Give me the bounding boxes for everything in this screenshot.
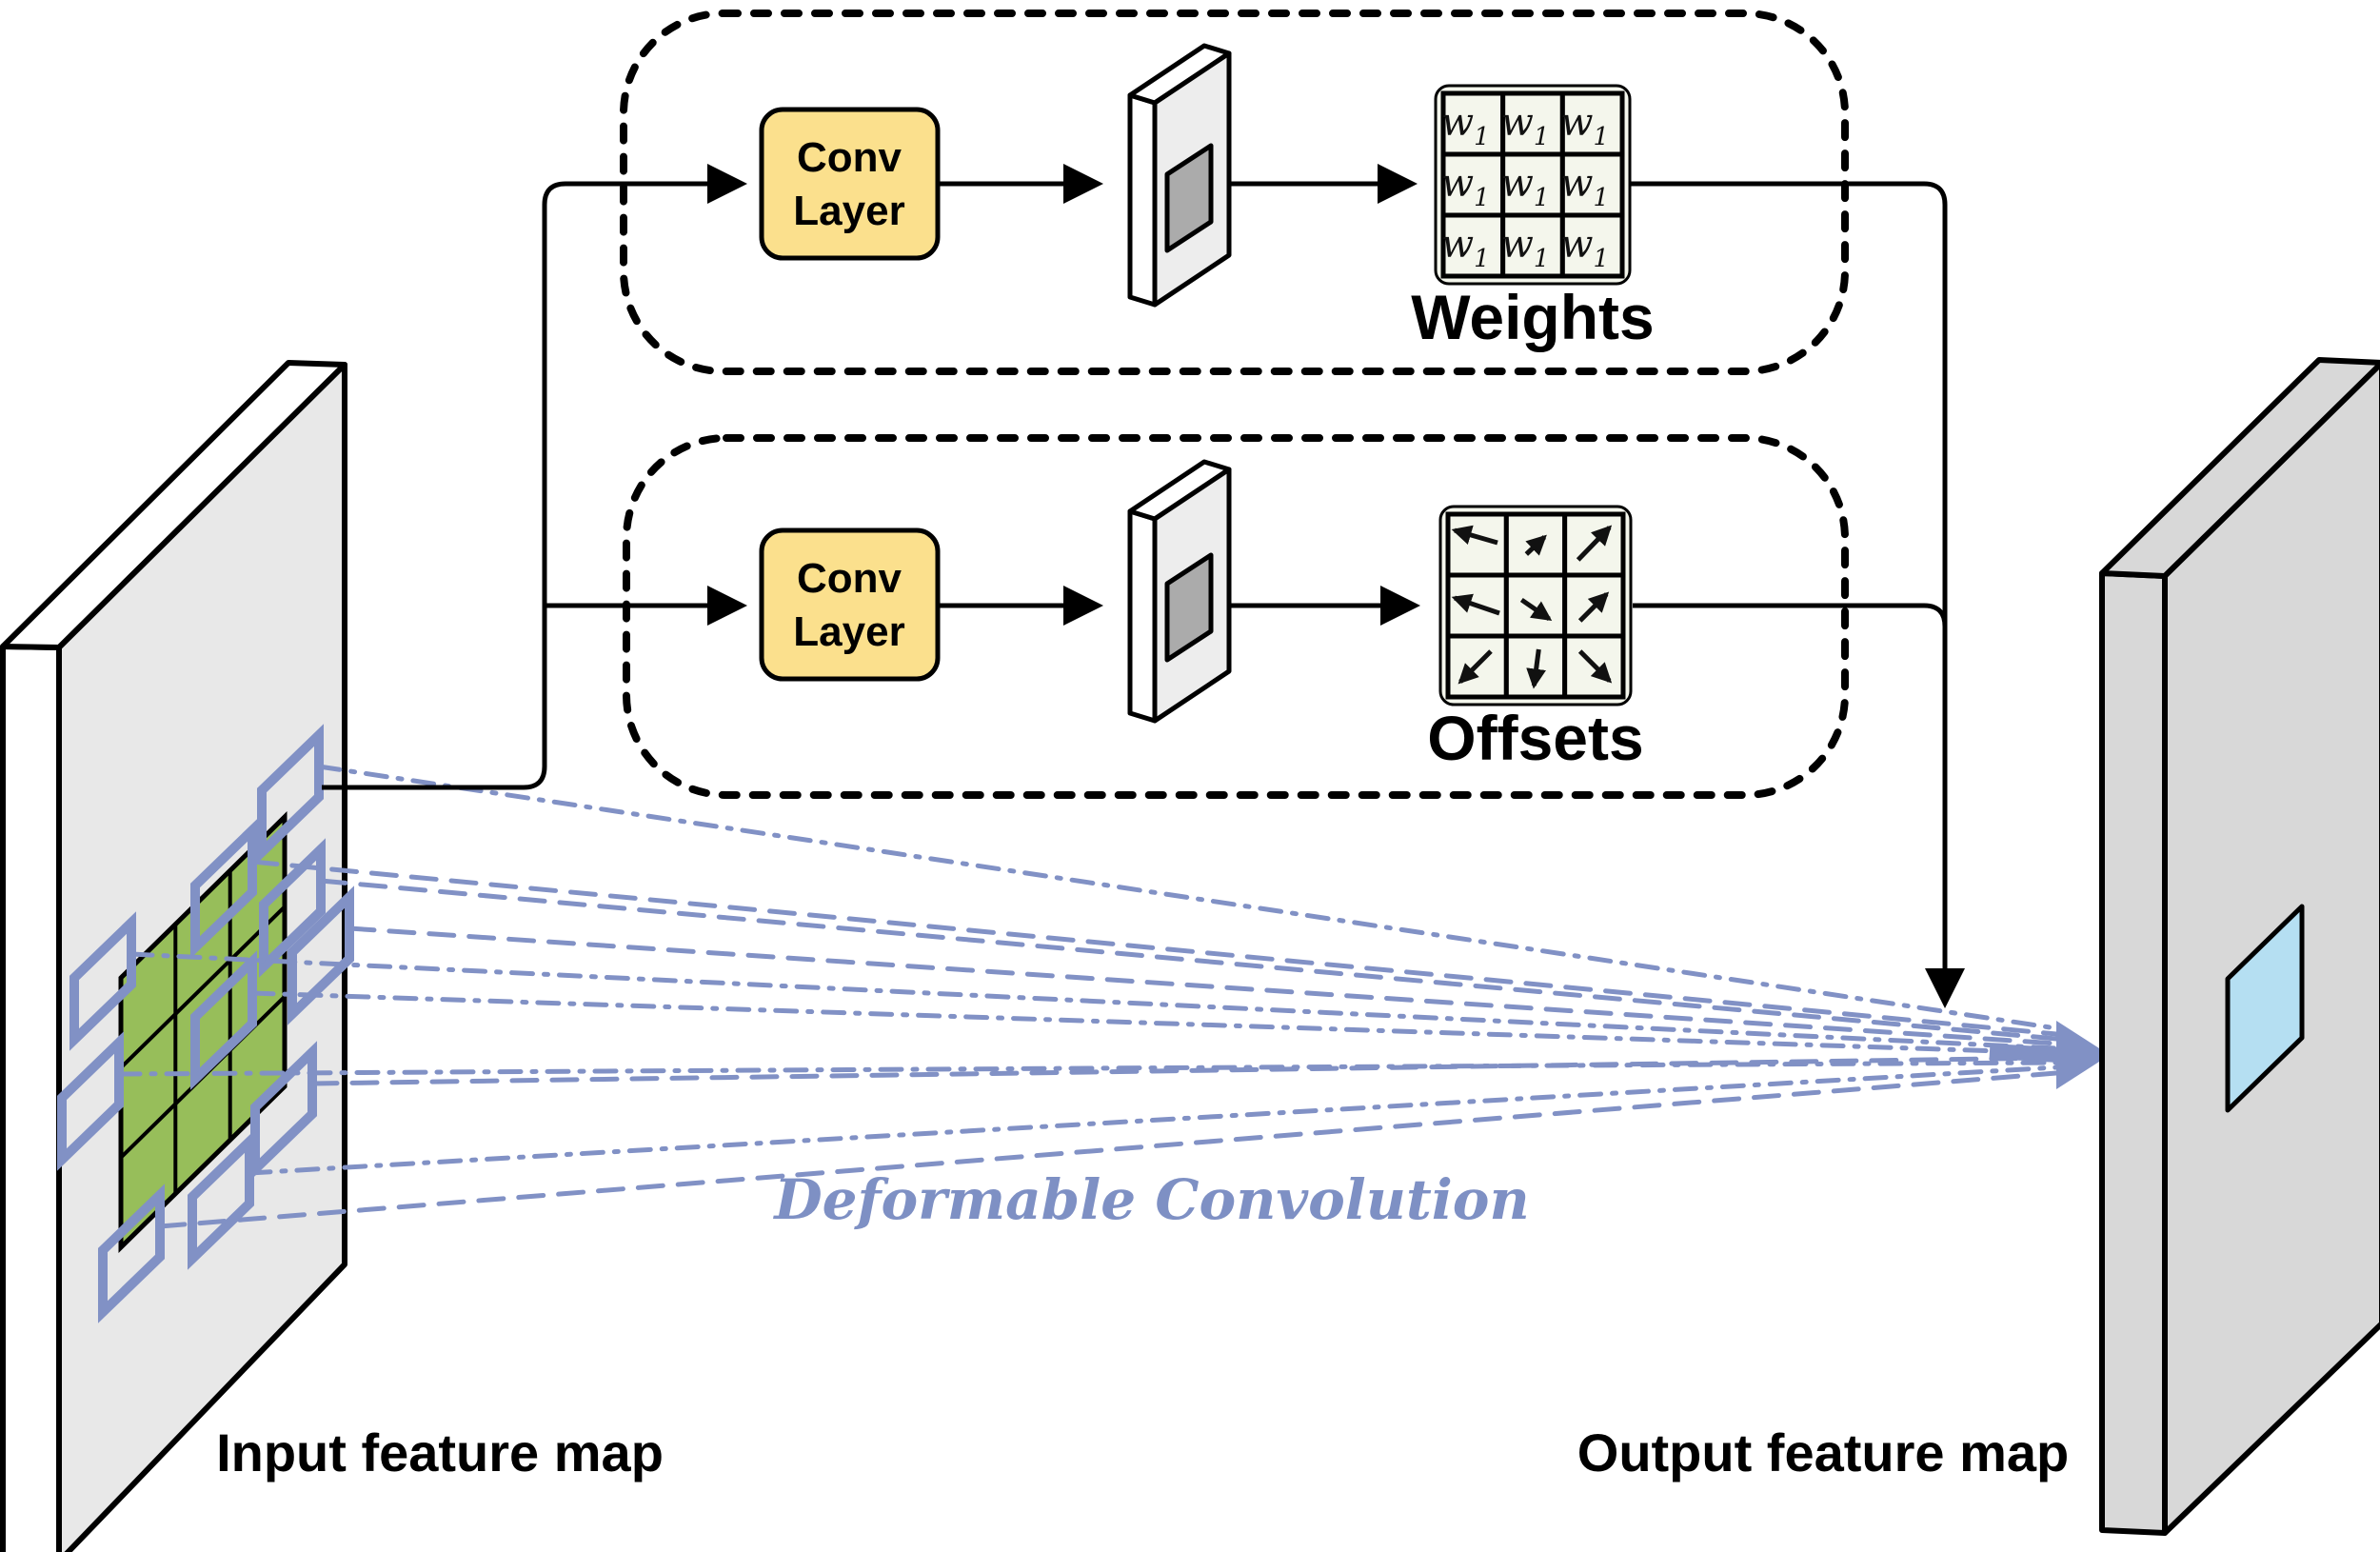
weight-cell: [1500, 90, 1565, 157]
offset-arrow-up-right-2-icon: [1577, 591, 1610, 623]
offsets-grid: Offsets: [1427, 505, 1644, 773]
mini-slab-patch: [1164, 143, 1214, 253]
offsets-label: Offsets: [1427, 703, 1643, 773]
offsets-branch-container: [623, 434, 1849, 799]
projection-line: [347, 925, 2059, 1046]
offset-cell: [1562, 511, 1626, 578]
projection-line: [129, 951, 2059, 1051]
output-cell: [2225, 904, 2305, 1113]
projection-line: [316, 764, 2059, 1031]
weight-cell: [1559, 212, 1625, 279]
input-to-conv-top-connector: [322, 164, 747, 790]
blue-arrowhead-icon: [2056, 1021, 2110, 1089]
conv-layer-mid-label-line1: Conv: [797, 555, 902, 602]
weight-cell: [1440, 151, 1506, 218]
offset-cell: [1503, 572, 1568, 639]
deformable-projection-lines: [116, 764, 2059, 1229]
sampling-square: [190, 819, 257, 959]
projection-line: [157, 1070, 2059, 1229]
offset-arrow-up-right-small-icon: [1524, 534, 1547, 556]
intermediate-map-top: [1127, 43, 1232, 308]
weight-cell-label: w1: [1560, 223, 1609, 273]
sampling-square: [190, 950, 257, 1090]
weight-cell-label: w1: [1501, 162, 1550, 212]
offset-arrow-down-left-icon: [1458, 649, 1493, 685]
input-slab-side-face: [0, 644, 62, 1552]
weight-cell-label: w1: [1560, 162, 1609, 212]
connectors: [322, 164, 1965, 1008]
projection-line: [309, 1055, 2059, 1086]
sampling-square: [257, 724, 324, 864]
sampling-square: [98, 1184, 165, 1323]
mini-slab-patch: [1164, 552, 1214, 663]
mini-slab-side-face: [1127, 508, 1158, 724]
projection-line: [249, 990, 2059, 1056]
sampling-square: [57, 1031, 124, 1171]
conv-layer-mid: Conv Layer: [759, 527, 941, 682]
projection-line: [247, 1065, 2059, 1176]
offsets-to-spine-connector: [1633, 603, 1948, 627]
output-feature-map-slab: [2099, 357, 2380, 1536]
sampling-square: [69, 911, 136, 1051]
intermediate-map-mid: [1127, 459, 1232, 724]
offset-cell: [1445, 511, 1509, 578]
weight-cell-label: w1: [1501, 223, 1550, 273]
weight-cell-label: w1: [1501, 101, 1550, 151]
output-feature-map-label: Output feature map: [1577, 1423, 2069, 1482]
kernel-grid-line: [119, 905, 287, 1069]
mini-slab-side-face: [1127, 92, 1158, 308]
weight-cell-label: w1: [1441, 223, 1490, 273]
projection-line: [318, 878, 2059, 1042]
offsets-cells: [1445, 511, 1626, 700]
conv-layer-mid-box: [759, 527, 941, 682]
projection-line: [116, 1060, 2059, 1077]
sampling-square: [259, 838, 326, 978]
deformable-convolution-label: Deformable Convolution: [772, 1167, 1529, 1232]
offset-arrow-down-right-icon: [1519, 597, 1553, 622]
conv-layer-top-box: [759, 107, 941, 261]
weight-cell: [1559, 151, 1625, 218]
offset-arrow-left-long-2-icon: [1451, 593, 1500, 616]
conv-layer-mid-label-line2: Layer: [793, 608, 904, 655]
weights-branch-container: [620, 10, 1849, 375]
sampling-square: [250, 1041, 317, 1181]
sampling-square: [288, 885, 354, 1025]
sampling-square: [188, 1130, 254, 1270]
weight-cell-label: w1: [1560, 101, 1609, 151]
conv-layer-top-label-line1: Conv: [797, 134, 902, 181]
deformed-sampling-squares: [57, 724, 354, 1323]
weights-to-output-connector: [1630, 181, 1965, 1008]
weights-label: Weights: [1411, 282, 1654, 352]
weight-cell-label: w1: [1441, 101, 1490, 151]
projection-merge-arrow: [1989, 1021, 2110, 1089]
input-feature-map-label: Input feature map: [216, 1423, 664, 1482]
conv-layer-top: Conv Layer: [759, 107, 941, 261]
conv-layer-top-label-line2: Layer: [793, 188, 904, 234]
branch-containers: [620, 10, 1849, 799]
offset-arrow-left-long-icon: [1451, 525, 1498, 546]
offset-arrow-down-right-2-icon: [1577, 649, 1613, 684]
weight-cell-label: w1: [1441, 162, 1490, 212]
output-slab-top-face: [2099, 357, 2380, 579]
offset-arrow-down-icon: [1526, 648, 1547, 689]
offset-arrow-up-right-icon: [1576, 525, 1613, 562]
output-slab-side-face: [2099, 570, 2168, 1536]
merge-shaft: [1989, 1044, 2059, 1063]
projection-line: [249, 859, 2059, 1037]
